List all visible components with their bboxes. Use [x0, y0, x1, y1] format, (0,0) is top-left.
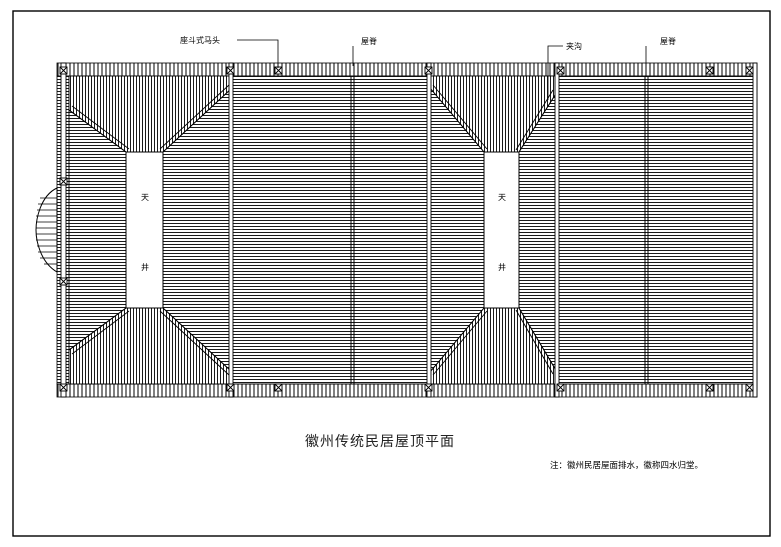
- label-gable-wall: 座斗式马头: [180, 35, 220, 45]
- post-marker-icon: [556, 383, 565, 392]
- post-marker-icon: [705, 383, 714, 392]
- right-wall: [752, 62, 758, 398]
- drawing-title: 徽州传统民居屋顶平面: [305, 434, 455, 450]
- label-gutter: 夹沟: [566, 41, 582, 51]
- post-marker-icon: [274, 66, 283, 75]
- courtyard-char-right-bottom: 井: [498, 262, 506, 272]
- courtyard-char-left-bottom: 井: [141, 262, 149, 272]
- left-courtyard-opening: [125, 151, 164, 309]
- column-post-markers: [59, 66, 754, 392]
- post-marker-icon: [705, 66, 714, 75]
- gable-wall-divider-1: [228, 62, 234, 398]
- top-eave: [56, 62, 758, 77]
- post-marker-icon: [59, 66, 68, 75]
- gable-wall-divider-2: [426, 62, 432, 398]
- post-marker-icon: [226, 66, 235, 75]
- post-marker-icon: [556, 66, 565, 75]
- gable-wall-divider-3: [554, 62, 560, 398]
- post-marker-icon: [424, 66, 433, 75]
- post-marker-icon: [745, 66, 754, 75]
- post-marker-icon: [424, 383, 433, 392]
- drawing-note: 注：徽州民居屋面排水，徽称四水归堂。: [550, 460, 703, 471]
- post-marker-icon: [745, 383, 754, 392]
- courtyard-char-right-top: 天: [498, 193, 506, 202]
- post-marker-icon: [59, 177, 68, 186]
- post-marker-icon: [59, 277, 68, 286]
- post-marker-icon: [274, 383, 283, 392]
- sheet-frame: [12, 10, 771, 537]
- post-marker-icon: [226, 383, 235, 392]
- post-marker-icon: [59, 383, 68, 392]
- label-ridge-left: 屋脊: [361, 36, 377, 46]
- leader-lines: [237, 39, 647, 100]
- roof-plan: 天 井 天 井: [35, 62, 758, 398]
- right-courtyard-opening: [483, 151, 520, 309]
- left-wall: [60, 62, 67, 398]
- bottom-eave: [56, 383, 758, 398]
- label-ridge-right: 屋脊: [660, 36, 676, 46]
- entrance-gate: [35, 187, 58, 273]
- courtyard-char-left-top: 天: [141, 193, 149, 202]
